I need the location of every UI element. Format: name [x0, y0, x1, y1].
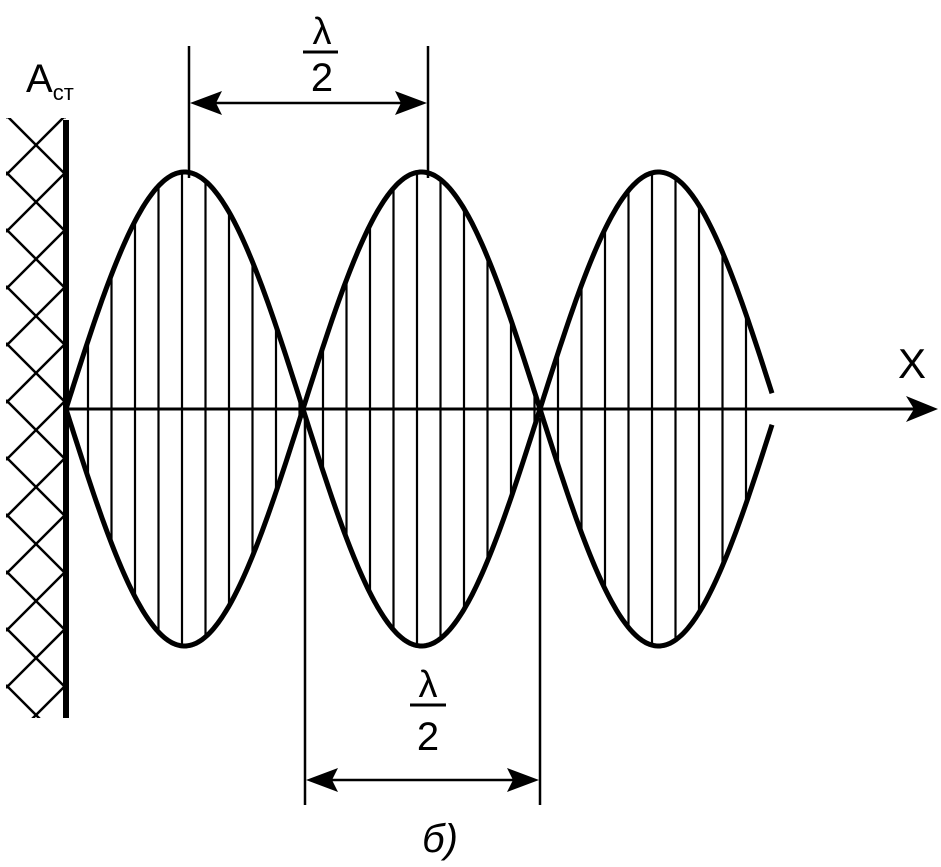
wall-hatch-line — [6, 627, 66, 689]
bottom-dimension-arrow-right — [507, 768, 539, 792]
top-dimension-arrow-right — [395, 91, 427, 115]
wall-hatch-line — [6, 342, 66, 404]
envelope-lower — [63, 406, 775, 649]
wall-hatch-line — [6, 399, 66, 461]
bottom-dimension-arrow-left — [306, 768, 338, 792]
wall-hatching — [6, 118, 66, 859]
bottom-dimension-numerator: λ — [419, 664, 438, 706]
bottom-dimension-denominator: 2 — [417, 715, 439, 759]
wall-hatch-line — [6, 171, 66, 233]
top-dimension-denominator: 2 — [311, 56, 333, 100]
x-axis-label: X — [898, 340, 926, 387]
wall-label-main: A — [26, 57, 53, 101]
wall-hatch-line — [6, 799, 66, 859]
wall-hatch-line — [6, 513, 66, 575]
wall-label-subscript: ст — [53, 80, 74, 105]
wall-label: Aст — [26, 57, 74, 105]
wall-hatch-line — [6, 285, 66, 347]
top-dimension-numerator: λ — [313, 11, 332, 53]
envelope-upper — [63, 169, 775, 412]
wall-hatch-line — [31, 684, 66, 718]
wall-hatch-line — [6, 799, 66, 859]
wall-hatch-line — [6, 742, 66, 802]
top-dimension-arrow-left — [190, 91, 222, 115]
wall-hatch-line — [6, 118, 65, 176]
wall-hatch-line — [6, 742, 66, 802]
wall-hatch-line — [6, 570, 66, 632]
wall-hatch-line — [6, 456, 66, 518]
x-axis-arrowhead — [906, 396, 938, 422]
wall-hatch-line — [6, 228, 66, 290]
figure-caption: б) — [422, 817, 458, 861]
